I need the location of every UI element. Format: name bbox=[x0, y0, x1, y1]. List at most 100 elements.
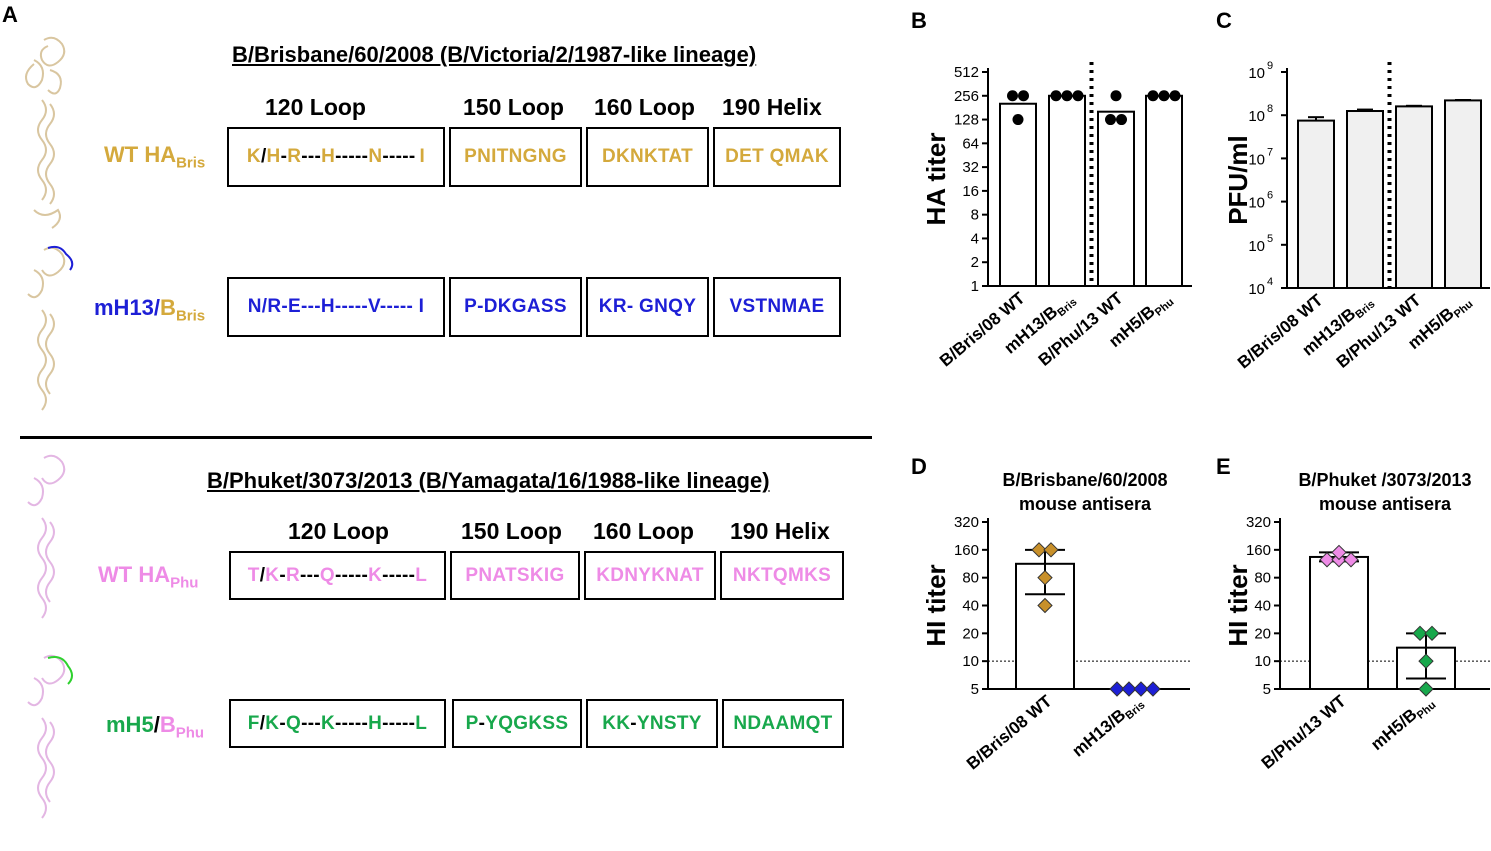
y-tick-label: 32 bbox=[962, 159, 979, 176]
data-point bbox=[1031, 542, 1047, 558]
mh5-loop150-box: P-YQGKSS bbox=[452, 699, 582, 748]
data-point bbox=[1424, 625, 1440, 642]
y-tick-label: 10 bbox=[962, 653, 979, 670]
x-category-label: B/Bris/08 WT bbox=[1234, 290, 1327, 372]
y-tick-label: 128 bbox=[954, 112, 979, 129]
chart-title-line: B/Brisbane/60/2008 bbox=[1002, 470, 1167, 490]
y-axis-label: HA titer bbox=[921, 133, 951, 226]
y-tick-label: 10 bbox=[1248, 65, 1265, 82]
y-tick-label: 40 bbox=[1254, 598, 1271, 615]
wt-bris-loop120-box: K/H-R---H-----N-----I bbox=[227, 127, 445, 187]
header-190-helix: 190 Helix bbox=[730, 518, 830, 544]
y-tick-label: 8 bbox=[971, 207, 979, 224]
data-point bbox=[1109, 681, 1125, 697]
row-label-mh5-phu: mH5/BPhu bbox=[106, 712, 205, 742]
y-tick-exponent: 4 bbox=[1267, 276, 1273, 288]
data-point bbox=[1043, 542, 1059, 558]
y-tick-label: 16 bbox=[962, 183, 979, 200]
data-point bbox=[1133, 681, 1149, 697]
data-point bbox=[1121, 681, 1137, 697]
bar bbox=[1297, 119, 1335, 289]
y-tick-label: 160 bbox=[954, 542, 979, 559]
data-point bbox=[1169, 90, 1181, 102]
wt-phu-loop150-box: PNATSKIG bbox=[450, 551, 580, 600]
y-tick-label: 10 bbox=[1248, 281, 1265, 298]
y-tick-label: 320 bbox=[954, 514, 979, 531]
bar bbox=[1145, 94, 1183, 288]
protein-structure-icon bbox=[27, 654, 73, 819]
header-150-loop: 150 Loop bbox=[463, 94, 564, 120]
x-category-label: B/Bris/08 WT bbox=[963, 691, 1056, 773]
phuket-title: B/Phuket/3073/2013 (B/Yamagata/16/1988-l… bbox=[207, 468, 770, 493]
header-120-loop: 120 Loop bbox=[265, 94, 366, 120]
wt-bris-loop160-box: DKNKTAT bbox=[586, 127, 709, 187]
data-point bbox=[1412, 625, 1428, 642]
y-tick-label: 512 bbox=[954, 64, 979, 81]
x-category-label: B/Phu/13 WT bbox=[1258, 691, 1350, 773]
header-150-loop: 150 Loop bbox=[461, 518, 562, 544]
wt-phu-helix190-box: NKTQMKS bbox=[720, 551, 844, 600]
y-tick-label: 40 bbox=[962, 598, 979, 615]
y-tick-label: 64 bbox=[962, 135, 979, 152]
y-tick-label: 1 bbox=[971, 278, 979, 295]
data-point bbox=[1037, 597, 1053, 614]
data-point bbox=[1331, 544, 1347, 561]
wt-phu-loop160-box: KDNYKNAT bbox=[584, 551, 716, 600]
data-point bbox=[1050, 90, 1062, 102]
y-tick-exponent: 9 bbox=[1267, 60, 1273, 72]
y-tick-label: 256 bbox=[954, 88, 979, 105]
data-point bbox=[1012, 114, 1024, 126]
y-tick-label: 10 bbox=[1248, 108, 1265, 125]
y-tick-exponent: 8 bbox=[1267, 103, 1273, 115]
wt-bris-loop150-box: PNITNGNG bbox=[449, 127, 582, 187]
bar bbox=[1395, 105, 1433, 289]
data-point bbox=[1110, 90, 1122, 102]
x-category-label: B/Bris/08 WT bbox=[936, 288, 1029, 370]
y-tick-label: 5 bbox=[971, 681, 979, 698]
y-tick-label: 80 bbox=[1254, 570, 1271, 587]
panel-letter: D bbox=[911, 454, 927, 479]
bar bbox=[1097, 110, 1135, 287]
data-point bbox=[1018, 90, 1029, 102]
panel-letter: E bbox=[1216, 454, 1231, 479]
data-point bbox=[1061, 90, 1073, 102]
y-axis-label: HI titer bbox=[921, 564, 951, 646]
chart-title-line: mouse antisera bbox=[1019, 494, 1152, 514]
wt-phu-loop120-box: T/K-R---Q-----K-----L bbox=[229, 551, 446, 600]
data-point bbox=[1418, 653, 1434, 669]
row-label-wt-ha-phu: WT HAPhu bbox=[98, 562, 199, 592]
y-tick-label: 2 bbox=[971, 254, 979, 271]
mh13-loop150-box: P-DKGASS bbox=[449, 277, 582, 337]
panel-a-letter: A bbox=[2, 2, 18, 27]
brisbane-title: B/Brisbane/60/2008 (B/Victoria/2/1987-li… bbox=[232, 42, 757, 67]
y-tick-label: 5 bbox=[1263, 681, 1271, 698]
mh13-helix190-box: VSTNMAE bbox=[713, 277, 841, 337]
data-point bbox=[1116, 114, 1127, 126]
data-point bbox=[1418, 681, 1434, 697]
data-point bbox=[1072, 90, 1084, 102]
protein-structure-icon bbox=[27, 454, 66, 619]
header-160-loop: 160 Loop bbox=[594, 94, 695, 120]
panel-letter: B bbox=[911, 8, 927, 33]
protein-structure-icon bbox=[25, 36, 66, 229]
x-category-label: B/Phu/13 WT bbox=[1333, 290, 1425, 372]
bar bbox=[1346, 110, 1384, 289]
data-point bbox=[1105, 114, 1116, 126]
data-point bbox=[1145, 681, 1161, 697]
data-point bbox=[1319, 552, 1335, 568]
data-point bbox=[1007, 90, 1018, 102]
header-190-helix: 190 Helix bbox=[722, 94, 822, 120]
y-tick-label: 80 bbox=[962, 570, 979, 587]
y-tick-label: 10 bbox=[1254, 653, 1271, 670]
data-point bbox=[1147, 90, 1159, 102]
mh13-loop160-box: KR- GNQY bbox=[586, 277, 709, 337]
header-160-loop: 160 Loop bbox=[593, 518, 694, 544]
y-tick-label: 20 bbox=[1254, 625, 1271, 642]
bar bbox=[1444, 99, 1482, 290]
y-tick-label: 10 bbox=[1248, 151, 1265, 168]
y-tick-label: 320 bbox=[1246, 514, 1271, 531]
